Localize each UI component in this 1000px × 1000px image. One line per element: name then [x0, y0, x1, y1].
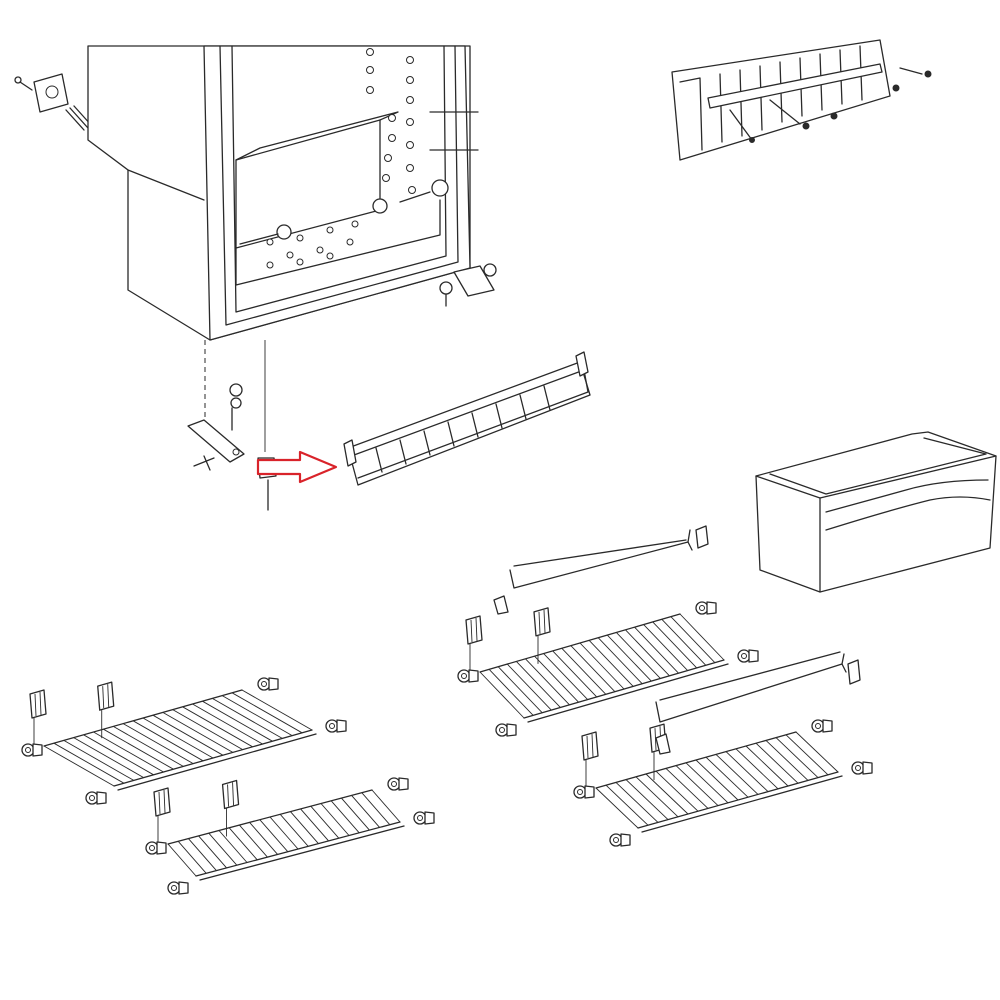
shelf-hanger-rod-upper	[493, 525, 709, 615]
shelf-pin	[167, 881, 189, 895]
shelf-clip	[465, 615, 483, 672]
shelf-pin	[695, 601, 717, 615]
shelf-pin	[85, 791, 107, 805]
shelf-clip	[29, 689, 47, 746]
door-shelf-rail[interactable]	[343, 351, 591, 486]
left-hinge-assembly	[187, 340, 277, 511]
shelf-pin	[811, 719, 833, 733]
wire-shelf-right-lower[interactable]	[573, 719, 873, 847]
shelf-pin	[851, 761, 873, 775]
wire-shelf-left-upper[interactable]	[21, 677, 347, 805]
crisper-drawer[interactable]	[755, 431, 997, 593]
highlight-arrow	[256, 450, 338, 484]
shelf-pin	[21, 743, 43, 757]
shelf-pin	[495, 723, 517, 737]
shelf-clip	[97, 681, 115, 739]
shelf-clip	[581, 731, 599, 788]
shelf-pin	[413, 811, 435, 825]
shelf-pin	[457, 669, 479, 683]
refrigerator-cabinet	[87, 45, 479, 341]
shelf-pin	[609, 833, 631, 847]
shelf-pin	[145, 841, 167, 855]
shelf-clip	[153, 787, 171, 844]
shelf-clip	[533, 607, 551, 664]
shelf-pin	[737, 649, 759, 663]
wire-shelf-right-upper[interactable]	[457, 601, 759, 737]
shelf-pin	[573, 785, 595, 799]
shelf-hanger-rod-lower	[655, 651, 861, 755]
wire-shelf-left-lower[interactable]	[145, 777, 435, 895]
shelf-clip	[221, 779, 240, 837]
shelf-pin	[387, 777, 409, 791]
shelf-support-holes	[266, 48, 416, 269]
freezer-grille	[671, 39, 932, 161]
right-hinge	[439, 263, 497, 307]
shelf-pin	[257, 677, 279, 691]
shelf-pin	[325, 719, 347, 733]
